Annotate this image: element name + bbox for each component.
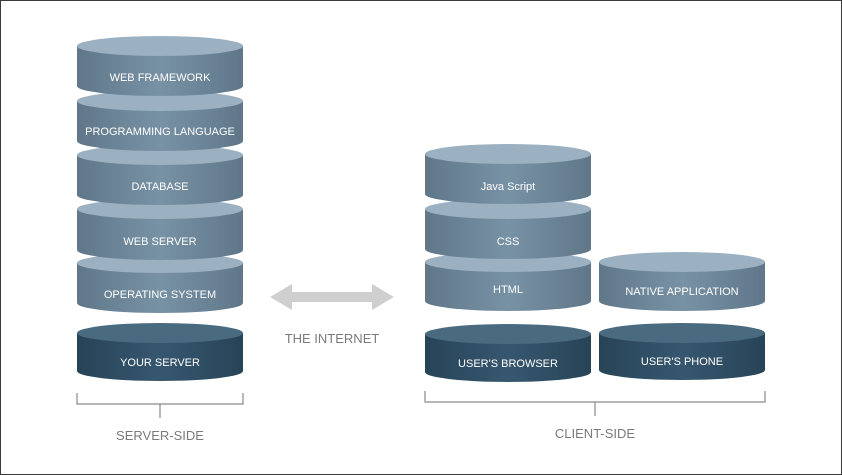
server-side-bracket (76, 393, 244, 418)
html-label: HTML (493, 284, 523, 296)
client-side-label: CLIENT-SIDE (555, 426, 636, 441)
web-framework-label: WEB FRAMEWORK (110, 72, 211, 84)
internet-label: THE INTERNET (285, 331, 380, 346)
server-stack: YOUR SERVER OPERATING SYSTEM WEB SERVER … (77, 36, 243, 381)
users-browser-disk: USER'S BROWSER (425, 324, 591, 382)
internet-arrow (270, 284, 394, 310)
programming-language-layer: PROGRAMMING LANGUAGE (77, 91, 243, 151)
javascript-layer: Java Script (425, 144, 591, 204)
web-server-layer: WEB SERVER (77, 199, 243, 260)
client-side-bracket (424, 391, 766, 416)
operating-system-layer: OPERATING SYSTEM (77, 253, 243, 313)
phone-stack: USER'S PHONE NATIVE APPLICATION (599, 252, 765, 380)
your-server-disk: YOUR SERVER (77, 323, 243, 381)
programming-language-label: PROGRAMMING LANGUAGE (85, 126, 235, 138)
your-server-label: YOUR SERVER (120, 357, 200, 369)
css-layer: CSS (425, 199, 591, 259)
database-layer: DATABASE (77, 145, 243, 205)
native-application-layer: NATIVE APPLICATION (599, 252, 765, 311)
web-server-label: WEB SERVER (123, 236, 196, 248)
users-phone-label: USER'S PHONE (641, 356, 723, 368)
html-layer: HTML (425, 252, 591, 311)
web-framework-layer: WEB FRAMEWORK (77, 36, 243, 96)
css-label: CSS (497, 236, 520, 248)
users-browser-label: USER'S BROWSER (458, 358, 558, 370)
browser-stack: USER'S BROWSER HTML CSS Java Script (425, 144, 591, 382)
users-phone-disk: USER'S PHONE (599, 323, 765, 380)
native-application-label: NATIVE APPLICATION (625, 286, 738, 298)
javascript-label: Java Script (481, 181, 535, 193)
server-side-label: SERVER-SIDE (116, 428, 204, 443)
operating-system-label: OPERATING SYSTEM (104, 289, 216, 301)
database-label: DATABASE (131, 181, 188, 193)
